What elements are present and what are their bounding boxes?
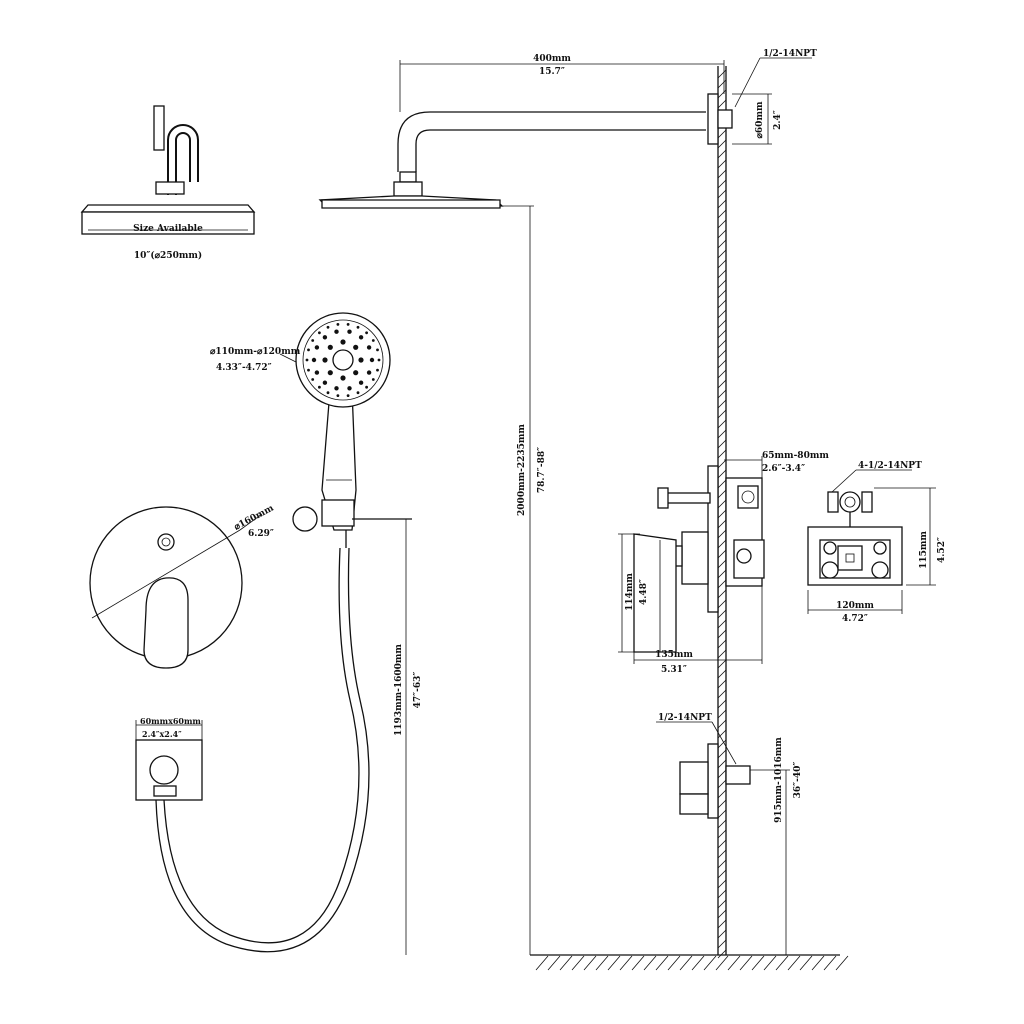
hand-shower-leader: [279, 353, 297, 363]
valve-depth-in: 2.6″-3.4″: [762, 464, 805, 474]
nozzle-dot: [358, 335, 364, 340]
shower-arm-and-head: [318, 93, 733, 209]
nozzle-dot: [311, 339, 315, 342]
nozzle-dot: [346, 323, 350, 326]
nozzle-dot: [371, 339, 375, 342]
nozzle-dot: [318, 385, 321, 389]
valve-side-view: [633, 456, 765, 653]
nozzle-dot: [326, 391, 330, 395]
nozzle-dot: [376, 348, 379, 352]
arm-length-dimension: [399, 60, 725, 112]
nozzle-dot: [307, 368, 310, 372]
nozzle-dot: [340, 339, 346, 345]
flange-dimension: [732, 93, 772, 145]
nozzle-dot: [314, 345, 320, 350]
outlet-elbow-size-mm: 60mmx60mm: [140, 716, 201, 726]
outlet-height-mm: 915mm-1016mm: [774, 737, 784, 823]
valve-body-height-in: 4.52″: [937, 537, 947, 563]
nozzle-dot: [340, 375, 346, 381]
size-available-caption: Size Available: [133, 224, 203, 234]
nozzle-dot: [347, 329, 352, 334]
nozzle-dot: [334, 329, 339, 334]
valve-height-in: 4.48″: [639, 579, 649, 605]
arm-length-mm: 400mm: [533, 54, 571, 64]
valve-body-front: [807, 491, 903, 586]
outlet-side-view: [679, 743, 751, 819]
nozzle-dot: [377, 358, 381, 362]
nozzle-dot: [353, 344, 359, 350]
nozzle-dot: [358, 357, 364, 363]
head-height-mm: 2000mm-2235mm: [517, 424, 527, 516]
nozzle-dot: [327, 344, 333, 350]
valve-body-width-dimension: [807, 590, 903, 614]
valve-height-dimension: [618, 533, 640, 653]
hand-shower-dia-in: 4.33″-4.72″: [216, 363, 272, 373]
floor: [530, 954, 849, 971]
nozzle-dot: [366, 345, 372, 350]
valve-body-height-dimension: [874, 487, 936, 586]
flange-dia-mm: ⌀60mm: [755, 101, 765, 138]
nozzle-dot: [353, 370, 359, 376]
nozzle-dot: [322, 357, 328, 363]
hand-shower-dia-mm: ⌀110mm-⌀120mm: [210, 347, 301, 357]
shower-hose: [163, 547, 360, 944]
nozzle-dot: [365, 331, 368, 335]
nozzle-dot: [322, 380, 328, 385]
trim-plate-dia-in: 6.29″: [248, 529, 274, 539]
hand-shower: [292, 312, 412, 548]
valve-depth-mm: 65mm-80mm: [762, 451, 829, 461]
nozzle-dot: [305, 358, 309, 362]
slide-height-in: 47″-63″: [413, 672, 423, 709]
nozzle-dot: [334, 386, 339, 391]
valve-projection-dimension: [633, 586, 763, 664]
nozzle-dot: [365, 385, 368, 389]
outlet-height-in: 36″-40″: [793, 762, 803, 799]
valve-body-width-in: 4.72″: [842, 614, 868, 624]
nozzle-dot: [307, 348, 310, 352]
nozzle-dot: [326, 325, 330, 329]
arm-thread-label: 1/2-14NPT: [763, 49, 817, 59]
head-height-dimension: [500, 205, 534, 955]
outlet-side-thread: 1/2-14NPT: [658, 713, 712, 723]
flange-dia-in: 2.4″: [773, 110, 783, 130]
valve-projection-mm: 135mm: [655, 650, 693, 660]
outlet-elbow-size-in: 2.4″x2.4″: [142, 729, 182, 739]
nozzle-dot: [371, 378, 375, 381]
valve-body-thread: 4-1/2-14NPT: [858, 461, 922, 471]
arm-thread-leader: [734, 57, 761, 108]
nozzle-dot: [318, 331, 321, 335]
slide-height-mm: 1193mm-1600mm: [394, 644, 404, 736]
nozzle-dot: [369, 357, 375, 363]
trim-plate-front: [89, 506, 243, 669]
nozzle-dot: [314, 370, 320, 375]
nozzle-dot: [356, 391, 360, 395]
head-height-in: 78.7″-88″: [537, 447, 547, 493]
nozzle-dot: [346, 394, 350, 397]
valve-body-width-mm: 120mm: [836, 601, 874, 611]
nozzle-dot: [311, 378, 315, 381]
hand-shower-nozzles: [305, 323, 381, 397]
valve-projection-in: 5.31″: [661, 665, 687, 675]
nozzle-dot: [336, 323, 340, 326]
nozzle-dot: [322, 335, 328, 340]
wall: [717, 66, 727, 959]
shower-head-size-value: 10″(⌀250mm): [134, 250, 202, 261]
nozzle-dot: [376, 368, 379, 372]
arm-length-in: 15.7″: [539, 67, 565, 77]
valve-body-height-mm: 115mm: [919, 531, 929, 569]
nozzle-dot: [366, 370, 372, 375]
outlet-height-dimension: [750, 769, 790, 955]
nozzle-dot: [347, 386, 352, 391]
shower-head-size-view: [80, 105, 256, 235]
nozzle-dot: [358, 380, 364, 385]
nozzle-dot: [311, 357, 317, 363]
outlet-elbow-front: [135, 720, 203, 801]
nozzle-dot: [327, 370, 333, 376]
valve-height-mm: 114mm: [625, 573, 635, 611]
nozzle-dot: [336, 394, 340, 397]
nozzle-dot: [356, 325, 360, 329]
